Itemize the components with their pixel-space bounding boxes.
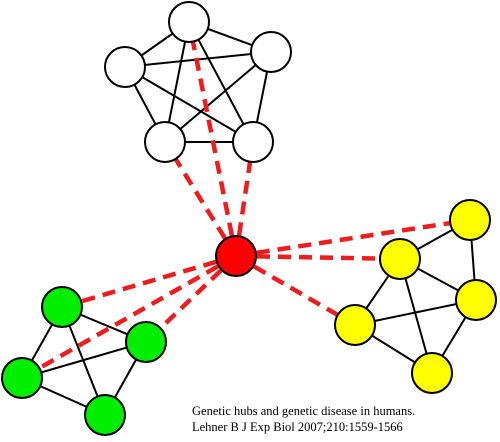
hub-link-yellow-3 bbox=[234, 254, 357, 327]
hub-link-yellow-1 bbox=[235, 253, 401, 262]
hub-link-white-0 bbox=[186, 21, 239, 257]
hub-link-green-0 bbox=[61, 253, 237, 310]
edge-white-2-4 bbox=[124, 66, 254, 143]
hub-links bbox=[20, 21, 471, 380]
node-yellow-0 bbox=[449, 199, 491, 241]
hub-link-white-3 bbox=[163, 140, 238, 258]
hub-link-yellow-0 bbox=[235, 217, 471, 259]
node-yellow-2 bbox=[455, 279, 497, 321]
node-green-2 bbox=[84, 394, 126, 436]
edge-white-1-3 bbox=[164, 51, 272, 143]
caption-citation: Lehner B J Exp Biol 2007;210:1559-1566 bbox=[192, 420, 403, 434]
node-white-1 bbox=[250, 31, 292, 73]
node-green-0 bbox=[41, 286, 83, 328]
node-green-3 bbox=[1, 357, 43, 399]
node-white-3 bbox=[144, 121, 186, 163]
node-yellow-1 bbox=[379, 238, 421, 280]
node-green-1 bbox=[125, 321, 167, 363]
caption-title: Genetic hubs and genetic disease in huma… bbox=[192, 404, 416, 418]
edge-green-1-3 bbox=[21, 341, 147, 379]
cluster-edges bbox=[21, 21, 477, 416]
node-yellow-4 bbox=[411, 352, 453, 394]
node-white-2 bbox=[232, 121, 274, 163]
node-yellow-3 bbox=[334, 304, 376, 346]
node-white-4 bbox=[104, 46, 146, 88]
figure-caption: Genetic hubs and genetic disease in huma… bbox=[192, 403, 492, 435]
nodes bbox=[1, 1, 497, 436]
edge-white-0-2 bbox=[188, 21, 254, 143]
node-white-0 bbox=[168, 1, 210, 43]
hub-node bbox=[215, 235, 257, 277]
